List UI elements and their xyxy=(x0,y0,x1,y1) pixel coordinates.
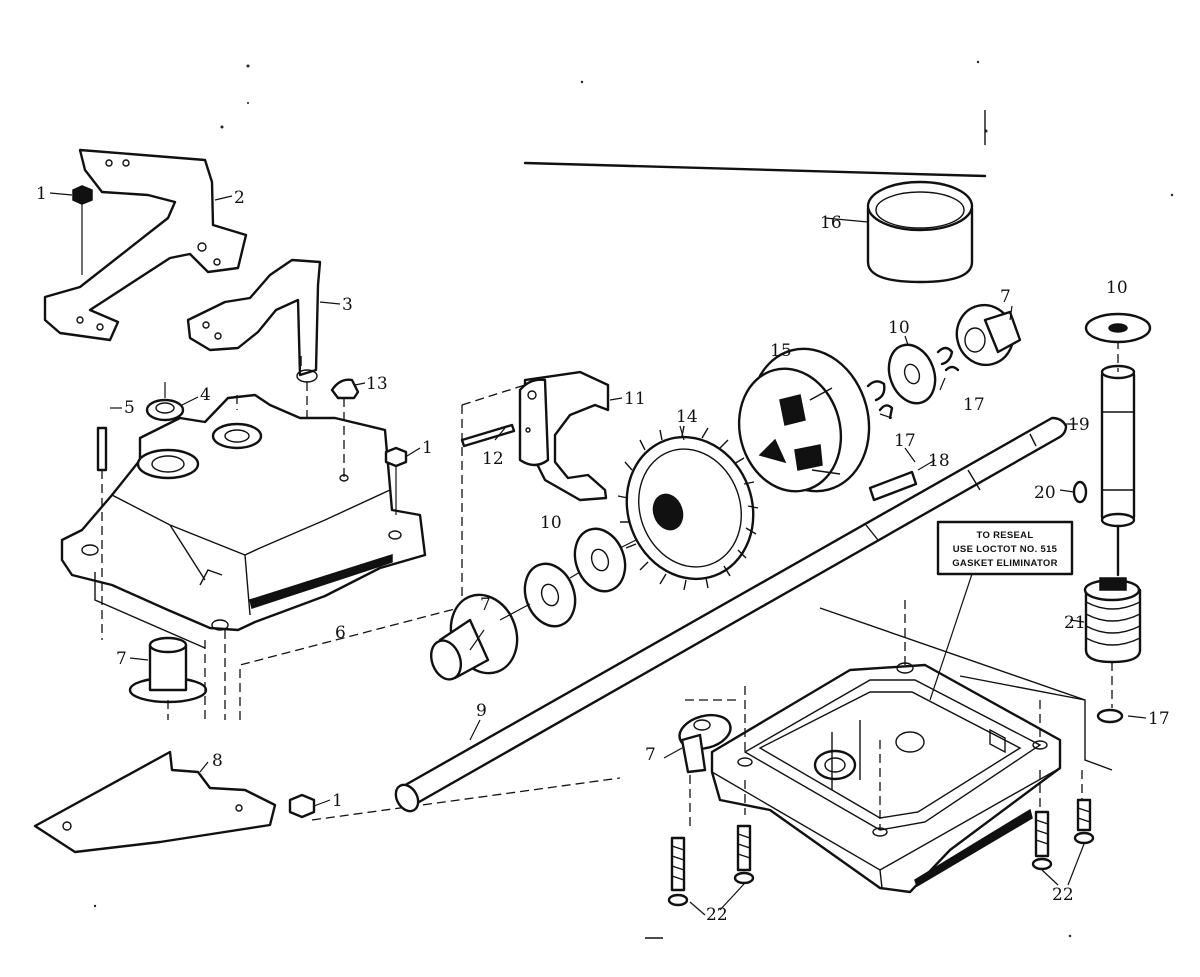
part-7-bushing-middle xyxy=(429,593,519,681)
callout-10-a: 10 xyxy=(540,513,562,533)
callout-9: 9 xyxy=(476,701,487,721)
reseal-note-line1: TO RESEAL xyxy=(977,530,1034,541)
callout-16: 16 xyxy=(820,213,842,233)
callout-17-c: 17 xyxy=(1148,709,1170,729)
callout-12: 12 xyxy=(482,449,504,469)
top-reference-line xyxy=(523,161,987,178)
part-6-upper-housing xyxy=(60,393,427,649)
callout-8: 8 xyxy=(212,751,223,771)
assembly-lines-lower-right xyxy=(685,600,1113,830)
part-10-washer-far-right xyxy=(1084,312,1152,344)
lower-housing xyxy=(710,662,1062,894)
callout-1-b: 1 xyxy=(422,438,433,458)
screw-b xyxy=(733,824,755,885)
callout-3: 3 xyxy=(342,295,353,315)
part-18-key xyxy=(868,470,918,502)
callout-1-c: 1 xyxy=(332,791,343,811)
part-3-lever xyxy=(186,258,322,383)
part-22-screws xyxy=(667,798,1095,916)
screw-c xyxy=(1031,810,1053,871)
callout-10-c: 10 xyxy=(1106,278,1128,298)
part-12-pin xyxy=(460,423,516,448)
callout-leaders xyxy=(49,192,1147,807)
callout-numbers: 1 2 3 4 5 6 7 8 1 1 13 9 12 11 14 10 7 1… xyxy=(36,184,1170,925)
part-17-clips xyxy=(866,346,1124,724)
callout-6: 6 xyxy=(335,623,346,643)
callout-2: 2 xyxy=(234,188,245,208)
callout-4: 4 xyxy=(200,385,211,405)
part-2-bracket xyxy=(43,148,248,342)
part-5-pin xyxy=(96,426,108,640)
callout-11: 11 xyxy=(624,389,646,409)
part-7-bushing-left xyxy=(128,636,208,720)
callout-1-a: 1 xyxy=(36,184,47,204)
part-20-pin xyxy=(1072,480,1088,504)
callout-18: 18 xyxy=(928,451,950,471)
callout-7-c: 7 xyxy=(1000,287,1011,307)
part-7-bushing-right xyxy=(955,303,1022,367)
part-21-worm-gear xyxy=(1083,577,1142,708)
scan-specks xyxy=(93,60,1174,939)
screw-d xyxy=(1073,798,1095,845)
part-11-yoke xyxy=(518,370,610,502)
part-8-plate xyxy=(33,750,277,854)
part-16-sleeve xyxy=(866,180,974,284)
screw-a xyxy=(667,836,689,907)
part-13-cap xyxy=(330,378,360,478)
callout-5: 5 xyxy=(124,398,135,418)
assembly-lines-left xyxy=(204,382,621,821)
reseal-note-line2: USE LOCTOT NO. 515 xyxy=(953,544,1058,555)
part-15-pulley xyxy=(737,347,871,493)
reseal-note-line3: GASKET ELIMINATOR xyxy=(952,558,1058,569)
callout-19: 19 xyxy=(1068,415,1090,435)
callout-20: 20 xyxy=(1034,483,1056,503)
callout-10-b: 10 xyxy=(888,318,910,338)
part-10-washer-upper xyxy=(887,335,937,405)
part-1-nut-a xyxy=(72,185,93,275)
callout-17-b: 17 xyxy=(963,395,985,415)
callout-14: 14 xyxy=(676,407,698,427)
callout-21: 21 xyxy=(1064,613,1086,633)
callout-7-a: 7 xyxy=(116,649,127,669)
part-1-nut-c xyxy=(288,793,316,819)
callout-22-a: 22 xyxy=(706,905,728,925)
callout-13: 13 xyxy=(366,374,388,394)
callout-17-a: 17 xyxy=(894,431,916,451)
reseal-note: TO RESEAL USE LOCTOT NO. 515 GASKET ELIM… xyxy=(929,520,1074,701)
callout-7-d: 7 xyxy=(645,745,656,765)
callout-15: 15 xyxy=(770,341,792,361)
part-10-washers xyxy=(499,527,641,628)
callout-22-b: 22 xyxy=(1052,885,1074,905)
part-19-worm-shaft xyxy=(1100,340,1136,577)
part-7-bushing-lower xyxy=(678,713,732,774)
part-14-gear xyxy=(617,425,759,591)
part-9-shaft xyxy=(394,416,1068,813)
callout-7-b: 7 xyxy=(480,595,491,615)
part-4-washer xyxy=(145,382,185,422)
part-1-nut-b xyxy=(384,446,408,515)
